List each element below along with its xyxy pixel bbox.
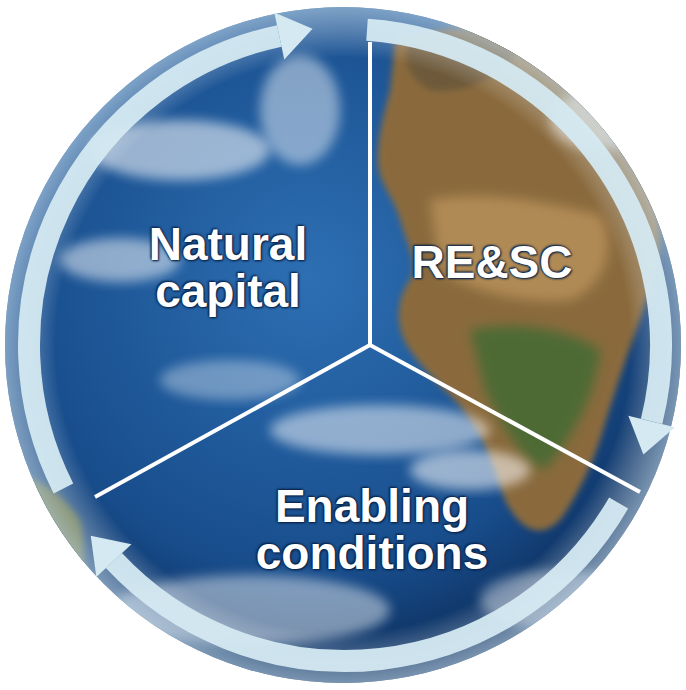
ocean <box>5 7 681 683</box>
arrow-head <box>274 12 312 59</box>
sector-title: RE&SC <box>382 239 602 286</box>
globe-rim <box>5 7 681 683</box>
arrow-head <box>628 416 675 455</box>
sector-title: Enabling conditions <box>227 483 517 577</box>
sector-label: RE&SC <box>382 239 602 286</box>
sector-label: Enabling conditions <box>227 483 517 577</box>
sector-label: Natural capital <box>113 221 343 315</box>
sector-title: Natural capital <box>113 221 343 315</box>
arrow-arc <box>367 30 661 422</box>
arrow-head <box>91 536 132 577</box>
cycle-arrow <box>367 30 675 455</box>
